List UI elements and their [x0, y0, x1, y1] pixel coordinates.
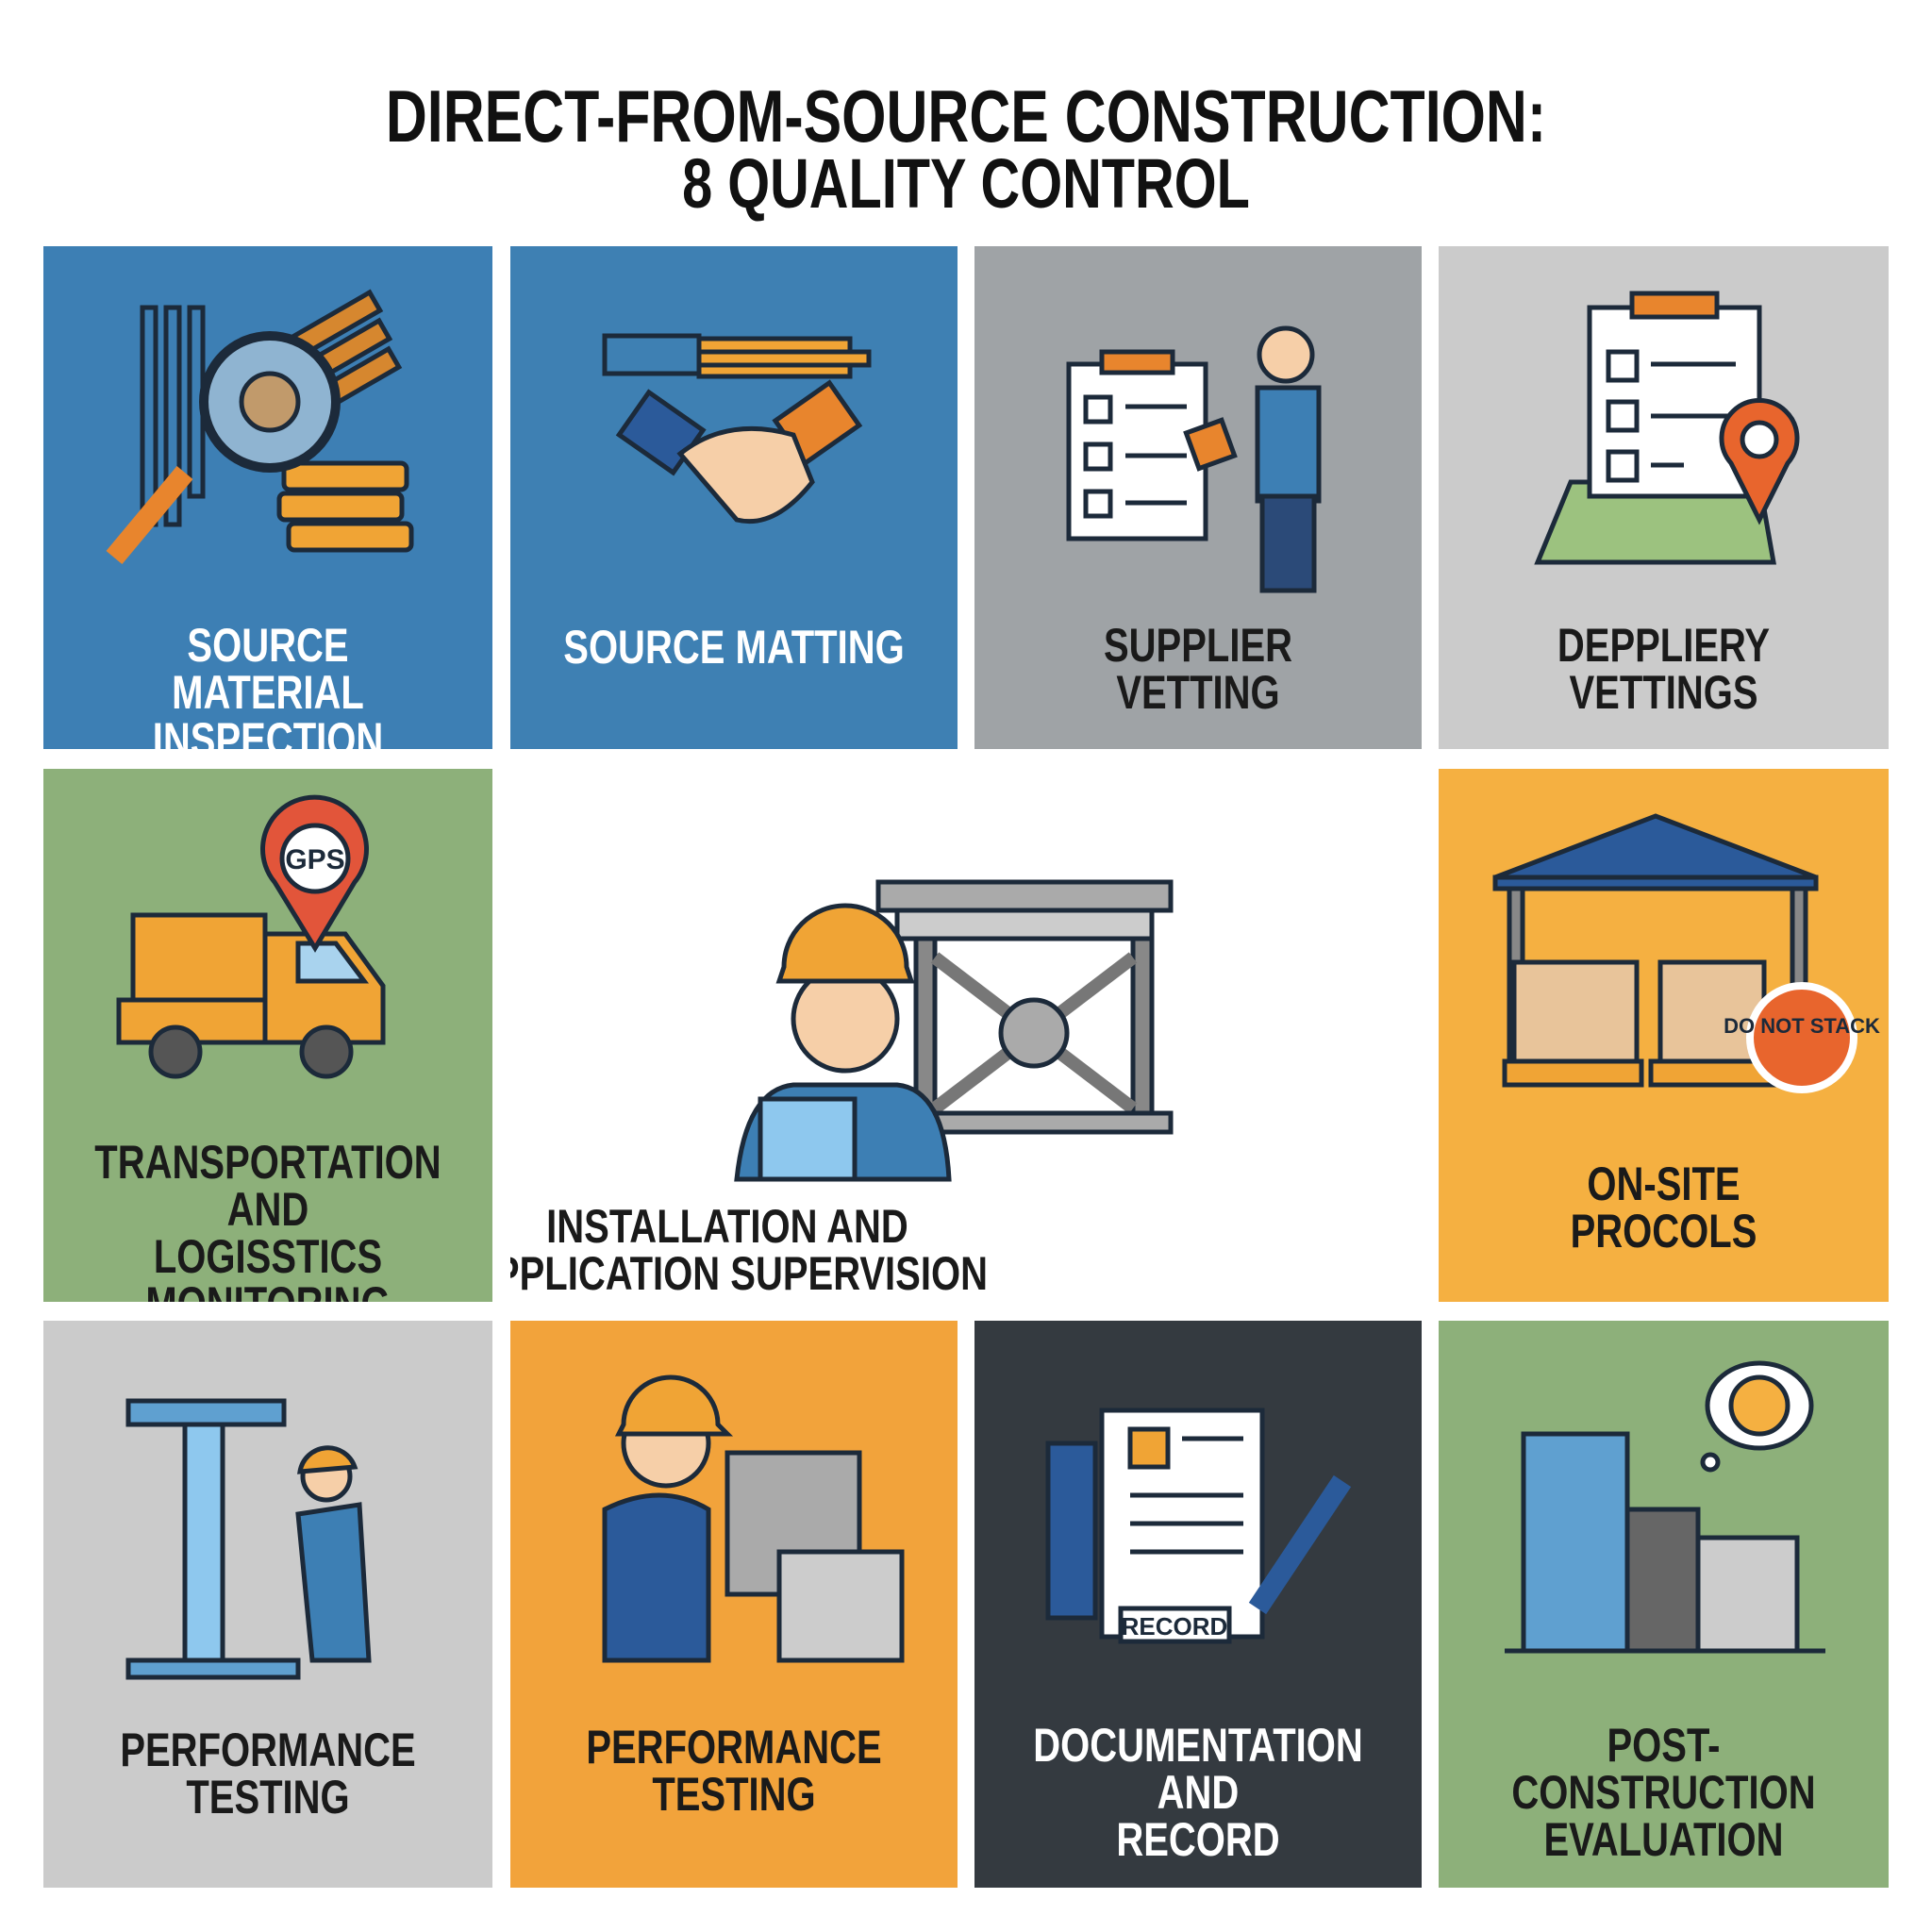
page-subtitle: 8 QUALITY CONTROL: [682, 144, 1250, 223]
testing-machine-icon: [125, 1398, 372, 1680]
do-not-stack-badge: DO NOT STACK: [1724, 1014, 1880, 1038]
clipboard-person-icon: [1066, 325, 1322, 593]
page-title: DIRECT-FROM-SOURCE CONSTRUCTION:: [385, 75, 1547, 158]
magnifier-materials-icon: [106, 289, 414, 565]
card-source-matting: SOURCE MATTING: [510, 246, 958, 749]
card-transportation-logistics: GPS TRANSPORTATION ANDLOGISSTICSMONITORI…: [43, 769, 492, 1302]
card-label: SOURCE MATTING: [563, 621, 905, 674]
storage-pallets-icon: DO NOT STACK: [1492, 813, 1880, 1093]
handshake-icon: [602, 333, 872, 525]
gps-badge-text: GPS: [285, 844, 344, 875]
worker-welding-icon: [602, 1374, 905, 1663]
building-smiley-icon: [1505, 1360, 1825, 1654]
worker-frame-icon: [734, 879, 1174, 1182]
checklist-map-icon: [1534, 291, 1800, 565]
card-label: TRANSPORTATION ANDLOGISSTICSMONITORING: [94, 1136, 441, 1302]
gps-truck-icon: GPS: [116, 794, 386, 1079]
documents-pen-icon: RECORD: [1045, 1407, 1352, 1644]
record-badge: RECORD: [1122, 1612, 1228, 1641]
